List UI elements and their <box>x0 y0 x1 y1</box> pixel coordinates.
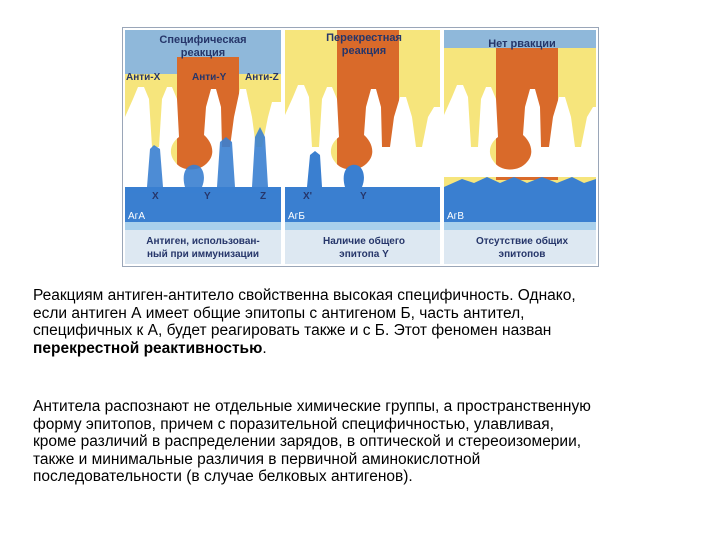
panel-1-caption-bg <box>125 230 281 264</box>
anti-x-label: Анти-X <box>126 72 161 83</box>
paragraph-antibody-recognition: Антитела распознают не отдельные химичес… <box>33 398 693 486</box>
figure-svg: Специфическая реакция Анти-X Анти-Y Анти… <box>122 27 599 267</box>
panel-2-caption-line-2: эпитопа Y <box>339 249 389 260</box>
anti-y-label: Анти-Y <box>192 72 227 83</box>
antigen-b-label: АгБ <box>288 211 305 222</box>
para1-line-3: специфичных к А, будет реагировать также… <box>33 322 552 339</box>
antigen-antibody-figure: Специфическая реакция Анти-X Анти-Y Анти… <box>122 27 599 267</box>
panel-3-caption-line-1: Отсутствие общих <box>476 235 569 247</box>
panel-1-caption-line-1: Антиген, использован- <box>146 236 260 247</box>
epitope-z-label: Z <box>260 191 266 202</box>
epitope-y-label: Y <box>204 191 211 202</box>
panel-3-strip <box>444 222 596 230</box>
para2-line-4: также и минимальные различия в первичной… <box>33 450 481 468</box>
cross-reactivity-term: перекрестной реактивностью <box>33 339 263 357</box>
panel-2-title-line-1: Перекрестная <box>326 32 402 44</box>
panel-no-reaction: Нет рвакции АгВ Отсутствие общих эпитопо… <box>444 30 596 264</box>
panel-3-epitope-gap <box>444 85 596 177</box>
panel-cross-reaction: Перекрестная реакция X' Y АгБ Наличие об… <box>285 30 440 264</box>
para2-line-1: Антитела распознают не отдельные химичес… <box>33 398 591 415</box>
anti-z-label: Анти-Z <box>245 72 279 83</box>
epitope-y-label-b: Y <box>360 191 367 202</box>
para2-line-3: кроме различий в распределении зарядов, … <box>33 433 582 450</box>
panel-2-caption-line-1: Наличие общего <box>323 235 405 247</box>
panel-2-caption-bg <box>285 230 440 264</box>
panel-1-title-line-1: Специфическая <box>159 34 246 46</box>
panel-1-caption-line-2: ный при иммунизации <box>147 249 259 260</box>
panel-3-title: Нет рвакции <box>488 38 556 50</box>
panel-1-title-line-2: реакция <box>181 47 225 59</box>
antigen-a-label: АгА <box>128 211 145 222</box>
epitope-x-label: X <box>152 191 159 202</box>
para2-line-5: последовательности (в случае белковых ан… <box>33 468 413 485</box>
panel-1-strip <box>125 222 281 230</box>
para1-line-4: перекрестной реактивностью. <box>33 340 693 358</box>
paragraph-cross-reactivity: Реакциям антиген-антитело свойственна вы… <box>33 287 693 357</box>
para2-line-2: форму эпитопов, причем с поразительной с… <box>33 415 554 433</box>
para1-line-1: Реакциям антиген-антитело свойственна вы… <box>33 287 576 304</box>
panel-3-caption-line-2: эпитопов <box>499 249 546 260</box>
panel-specific-reaction: Специфическая реакция Анти-X Анти-Y Анти… <box>125 30 281 264</box>
panel-divider-2 <box>440 30 444 264</box>
epitope-x-prime-label: X' <box>303 191 312 202</box>
panel-2-strip <box>285 222 440 230</box>
para1-line-2: если антиген А имеет общие эпитопы с ант… <box>33 304 525 322</box>
antigen-c-body <box>444 177 596 222</box>
panel-divider-1 <box>281 30 285 264</box>
para1-line-4-end: . <box>262 339 267 357</box>
panel-2-epitope-gap <box>285 85 440 187</box>
panel-2-title-line-2: реакция <box>342 45 386 57</box>
antigen-c-label: АгВ <box>447 211 464 222</box>
panel-1-epitope-gap <box>125 87 281 202</box>
panel-3-caption-bg <box>444 230 596 264</box>
